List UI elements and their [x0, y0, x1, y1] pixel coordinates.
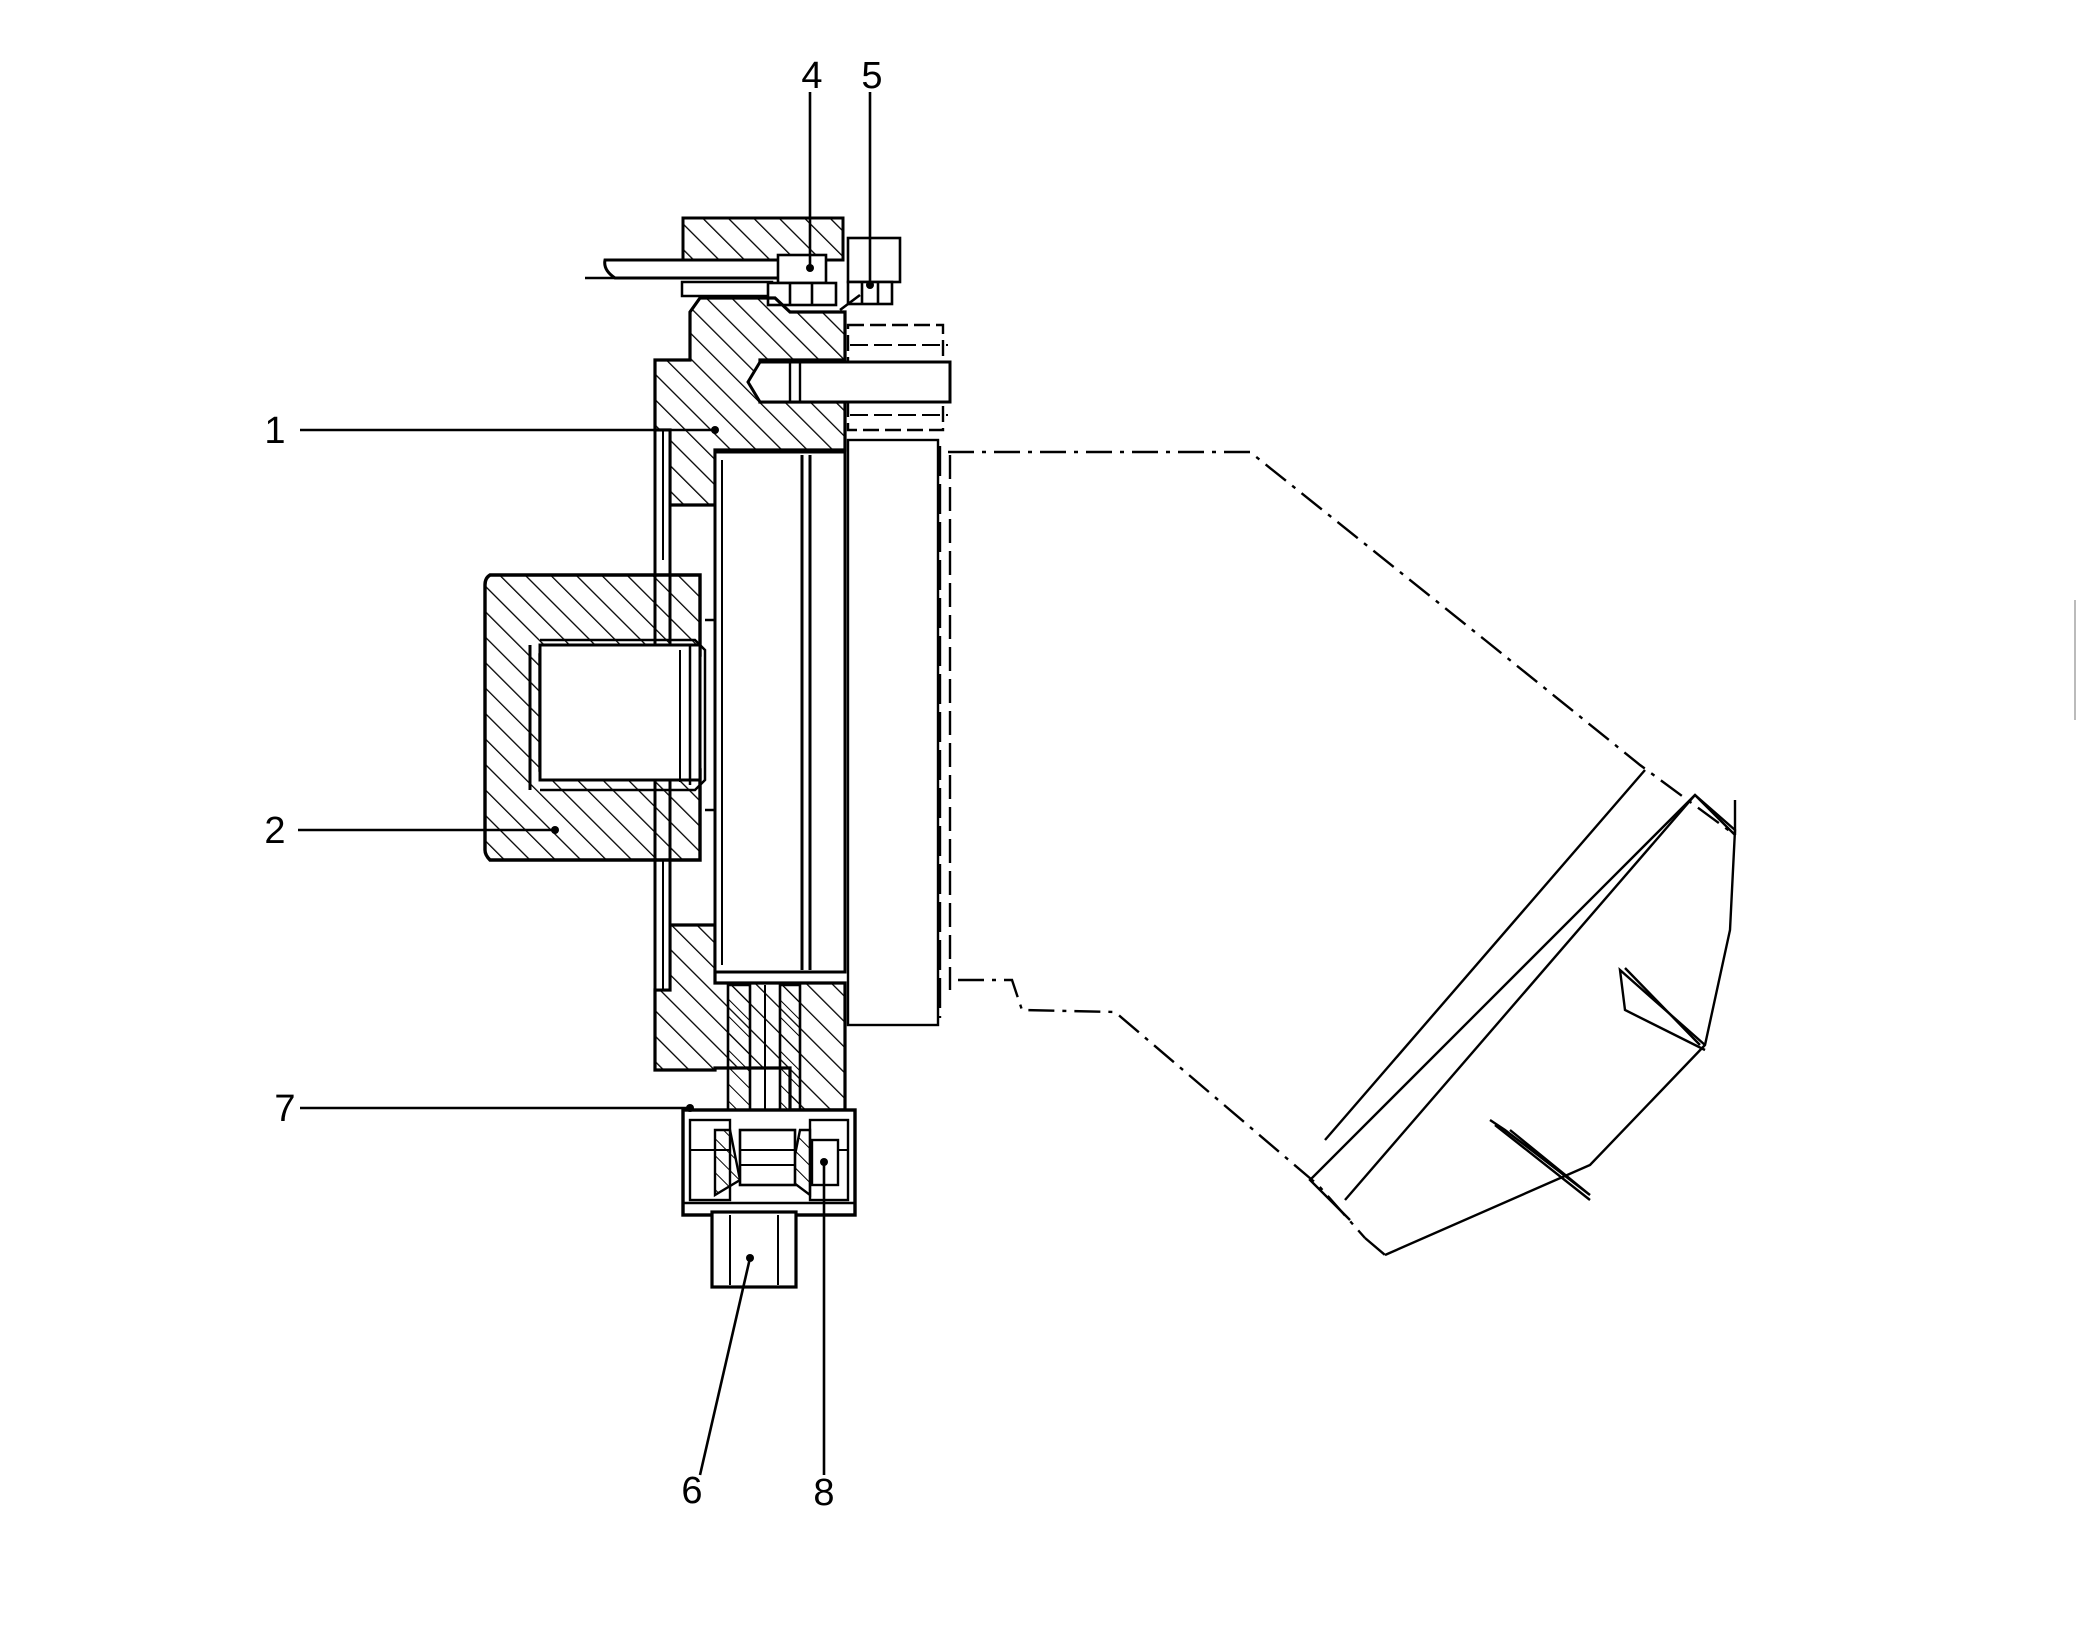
leader-lines	[298, 92, 872, 1476]
central-bore	[713, 450, 847, 974]
leader-6	[698, 1257, 752, 1476]
callout-4: 4	[801, 55, 822, 97]
motor-housing-phantom	[948, 450, 1736, 1256]
callout-8: 8	[813, 1472, 834, 1514]
callout-5: 5	[861, 55, 882, 97]
callout-6: 6	[681, 1470, 702, 1512]
callout-2: 2	[264, 810, 285, 852]
lower-pin-assembly	[681, 983, 857, 1289]
callout-1: 1	[264, 410, 285, 452]
pinion-gear-2	[483, 573, 715, 862]
top-cover-plate	[585, 216, 845, 298]
motor-flange	[846, 323, 952, 1027]
screw-4	[766, 253, 838, 307]
callout-7: 7	[274, 1088, 295, 1130]
motor-end-block	[1308, 769, 1737, 1257]
leader-dots	[551, 264, 874, 1262]
clip-5	[839, 236, 902, 312]
